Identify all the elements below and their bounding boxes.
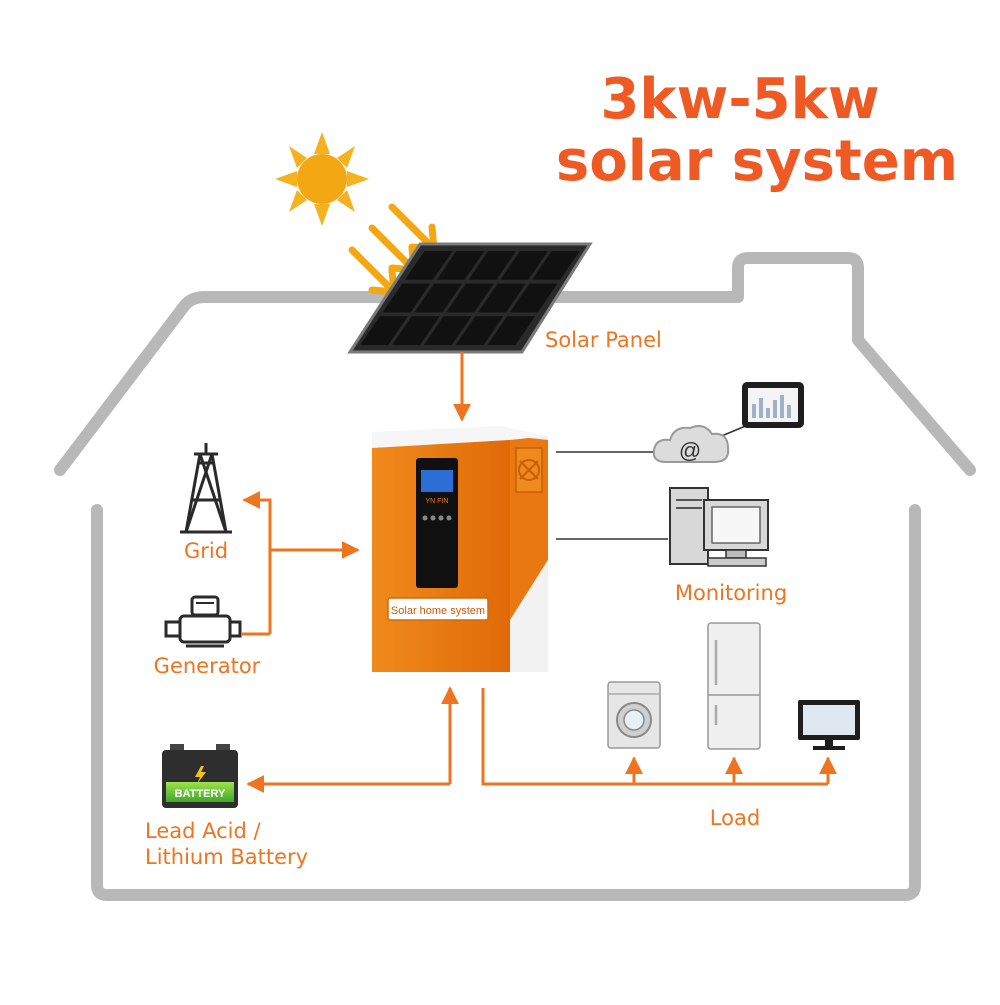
solar-cell: [500, 250, 548, 280]
solar-cell: [382, 283, 431, 313]
solar-cell: [477, 283, 526, 313]
generator-label: Generator: [154, 654, 261, 678]
tablet-icon: [742, 382, 804, 428]
grid-tower-icon: [180, 443, 232, 534]
solar-cell: [404, 250, 453, 280]
solar-panel-label: Solar Panel: [545, 328, 662, 352]
battery-icon: BATTERY: [162, 744, 238, 808]
solar-cell: [487, 316, 536, 346]
inverter-fan-icon: [515, 447, 543, 493]
grid-generator-connectors: [242, 491, 360, 636]
grid-label: Grid: [184, 539, 228, 563]
load-connectors: [481, 688, 837, 786]
washing-machine-icon: [607, 681, 661, 749]
battery-icon-label: BATTERY: [175, 788, 226, 800]
solar-cell: [423, 316, 472, 346]
inverter-unit: YN FIN Solar home system: [372, 426, 548, 672]
inverter-nameplate: [387, 597, 489, 621]
load-label: Load: [710, 806, 760, 830]
monitoring-label: Monitoring: [675, 581, 787, 605]
solar-panel-icon: [347, 242, 593, 354]
computer-icon: [669, 487, 769, 567]
title-line2: solar system: [556, 129, 958, 194]
sun-icon: [275, 132, 369, 226]
solar-cell: [455, 316, 504, 346]
house-outline: [54, 252, 976, 901]
battery-label-line2: Lithium Battery: [145, 845, 308, 869]
inverter-label: Solar home system: [391, 605, 485, 617]
solar-cell: [532, 250, 580, 280]
solar-cell: [436, 250, 485, 280]
battery-label-line1: Lead Acid /: [145, 819, 262, 843]
television-icon: [798, 700, 860, 750]
inverter-screen: [421, 470, 453, 492]
battery-connector: [246, 686, 459, 793]
refrigerator-icon: [707, 622, 761, 750]
title-line1: 3kw-5kw: [600, 67, 879, 132]
solar-cell: [360, 316, 408, 346]
solar-cell: [468, 250, 517, 280]
solar-cell: [446, 283, 494, 313]
cloud-symbol: @: [679, 438, 701, 463]
cloud-internet-icon: @: [652, 425, 730, 463]
solar-cell: [509, 283, 558, 313]
inverter-brand: YN FIN: [426, 498, 449, 505]
generator-icon: [164, 595, 242, 648]
solar-cell: [414, 283, 463, 313]
solar-cell: [392, 316, 440, 346]
